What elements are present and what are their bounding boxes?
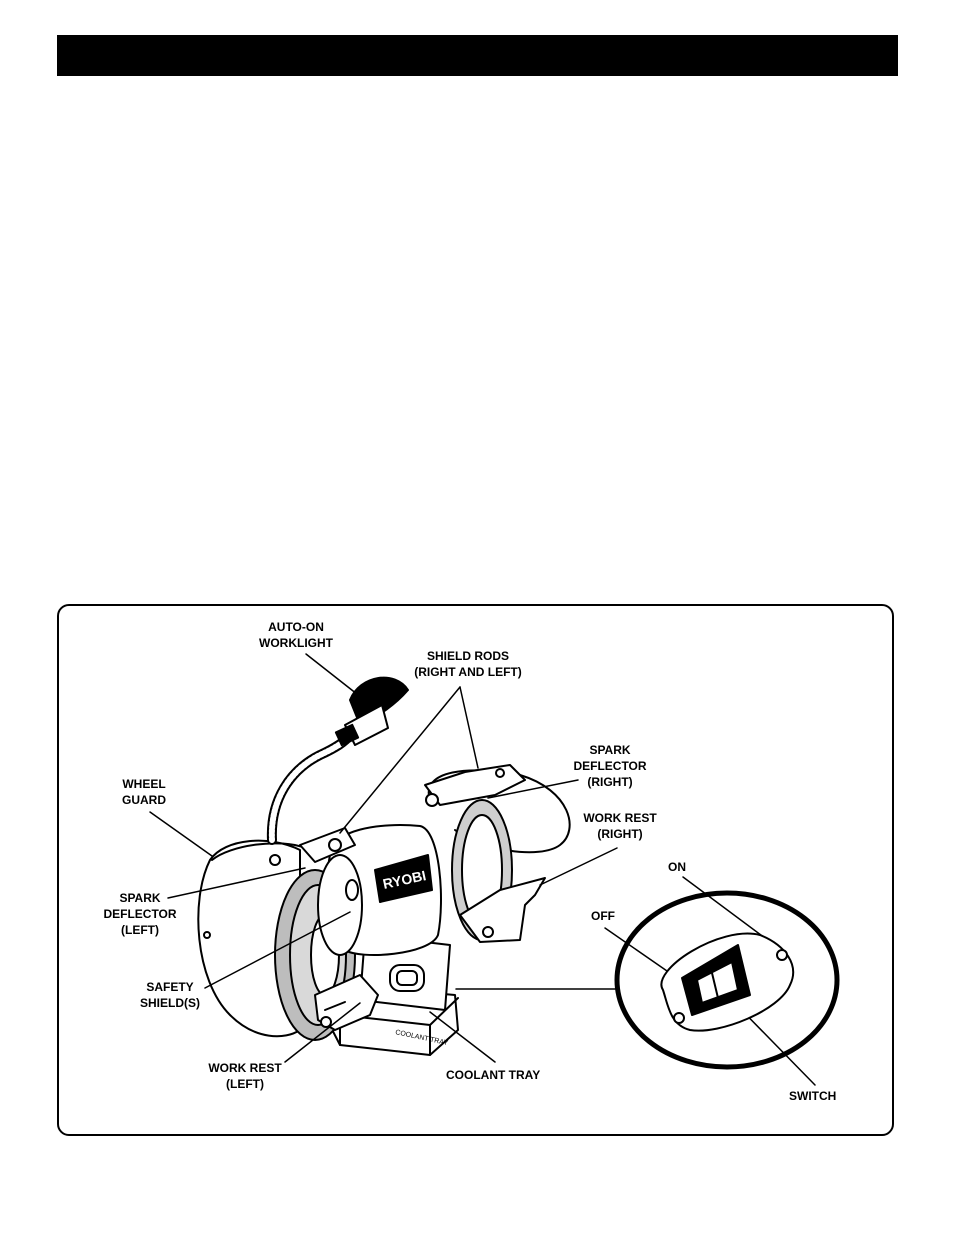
label-safety-shields: SAFETY SHIELD(S) xyxy=(140,980,200,1010)
left-wheel-guard xyxy=(197,839,306,1038)
figure-frame xyxy=(57,604,894,1136)
label-switch: SWITCH xyxy=(789,1089,837,1103)
motor-housing: RYOBI xyxy=(317,824,442,956)
label-off: OFF xyxy=(591,909,615,923)
label-on: ON xyxy=(668,860,686,874)
label-spark-deflector-left: SPARK DEFLECTOR (LEFT) xyxy=(103,891,177,937)
switch-callout xyxy=(614,890,840,1070)
label-work-rest-right: WORK REST (RIGHT) xyxy=(583,811,657,841)
label-coolant-tray: COOLANT TRAY xyxy=(446,1068,541,1082)
right-work-rest xyxy=(459,877,546,943)
left-spark-deflector xyxy=(299,827,356,863)
worklight-gooseneck xyxy=(266,730,355,845)
right-spark-deflector xyxy=(424,764,526,807)
label-spark-deflector-right: SPARK DEFLECTOR (RIGHT) xyxy=(573,743,647,789)
worklight-lamp xyxy=(334,676,409,747)
header-bar xyxy=(57,35,898,76)
label-work-rest-left: WORK REST (LEFT) xyxy=(208,1061,282,1091)
left-work-rest xyxy=(314,974,379,1031)
label-shield-rods: SHIELD RODS (RIGHT AND LEFT) xyxy=(414,649,522,679)
label-auto-on-worklight: AUTO-ON WORKLIGHT xyxy=(259,620,333,650)
label-wheel-guard: WHEEL GUARD xyxy=(122,777,166,807)
